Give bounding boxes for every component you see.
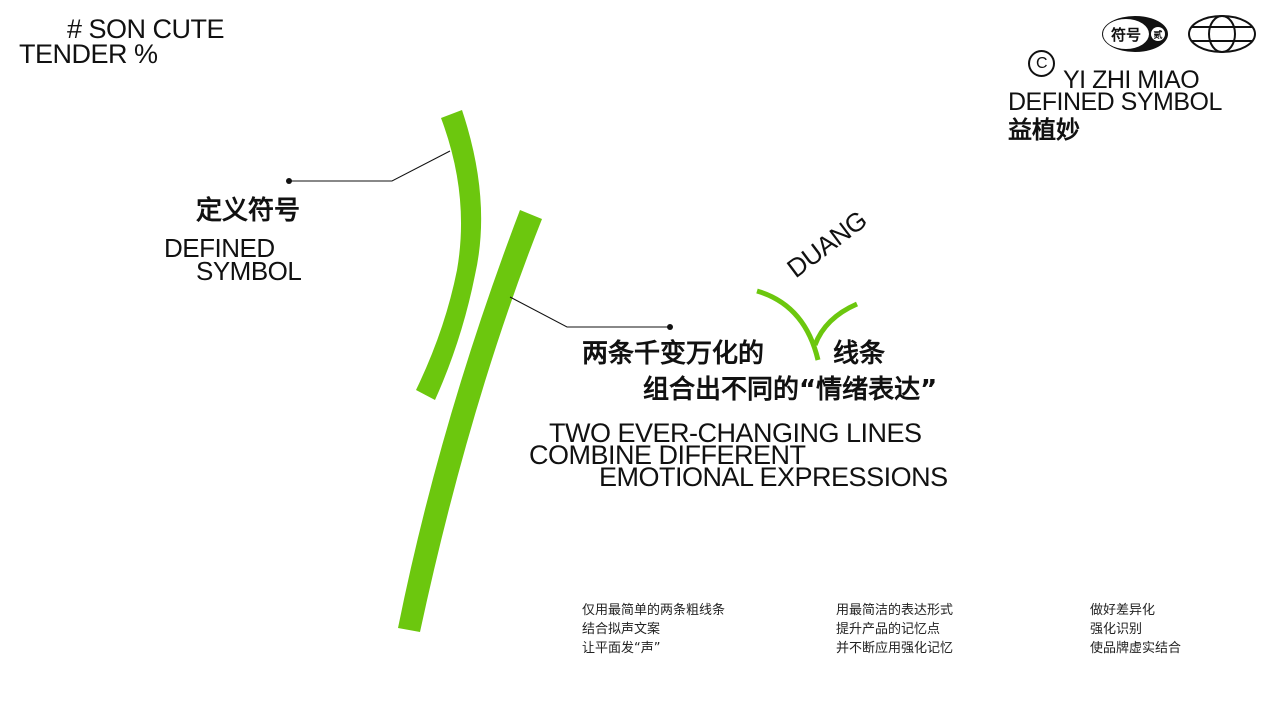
tagline-line-1: # SON CUTE — [67, 14, 225, 44]
green-stroke-lower — [398, 210, 542, 632]
leader-line-1 — [289, 150, 451, 182]
globe-icon — [1188, 15, 1256, 53]
main-en-line-1: TWO EVER-CHANGING LINES — [549, 418, 922, 448]
brand-name-line-2: DEFINED SYMBOL — [1008, 88, 1222, 116]
leader-line-2 — [509, 296, 670, 328]
footer-line: 并不断应用强化记忆 — [836, 641, 954, 656]
footer-line: 仅用最简单的两条粗线条 — [582, 603, 726, 618]
footer-column-3: 做好差异化 强化识别 使品牌虚实结合 — [1090, 601, 1181, 658]
main-cn-line-1b: 线条 — [833, 339, 886, 369]
svg-text:贰: 贰 — [1153, 29, 1162, 41]
green-y-shape-right — [812, 301, 859, 346]
main-en-line-3: EMOTIONAL EXPRESSIONS — [599, 462, 948, 492]
footer-column-2: 用最简洁的表达形式 提升产品的记忆点 并不断应用强化记忆 — [836, 601, 953, 658]
footer-line: 用最简洁的表达形式 — [836, 603, 954, 618]
green-stroke-upper — [416, 110, 482, 400]
green-y-shape — [756, 288, 821, 361]
svg-text:符号: 符号 — [1111, 26, 1141, 44]
footer-line: 让平面发“声” — [582, 641, 661, 656]
footer-line: 使品牌虚实结合 — [1090, 641, 1182, 656]
tagline-line-2: TENDER % — [19, 39, 158, 69]
footer-line: 结合拟声文案 — [582, 622, 661, 637]
symbol-badge-icon: 符号 贰 — [1102, 16, 1168, 52]
brand-name-cn: 益植妙 — [1008, 116, 1080, 144]
copyright-icon: C — [1028, 50, 1055, 77]
definition-title-en-1: DEFINED — [164, 233, 275, 263]
main-cn-line-2: 组合出不同的“情绪表达” — [643, 375, 938, 405]
footer-line: 强化识别 — [1090, 622, 1143, 637]
footer-line: 做好差异化 — [1090, 603, 1156, 618]
main-cn-line-1a: 两条千变万化的 — [582, 339, 765, 369]
brand-name-line-1: YI ZHI MIAO — [1063, 66, 1200, 94]
definition-title-cn: 定义符号 — [196, 196, 301, 226]
footer-line: 提升产品的记忆点 — [836, 622, 941, 637]
footer-column-1: 仅用最简单的两条粗线条 结合拟声文案 让平面发“声” — [582, 601, 725, 658]
definition-title-en-2: SYMBOL — [196, 256, 302, 286]
main-en-line-2: COMBINE DIFFERENT — [529, 440, 806, 470]
